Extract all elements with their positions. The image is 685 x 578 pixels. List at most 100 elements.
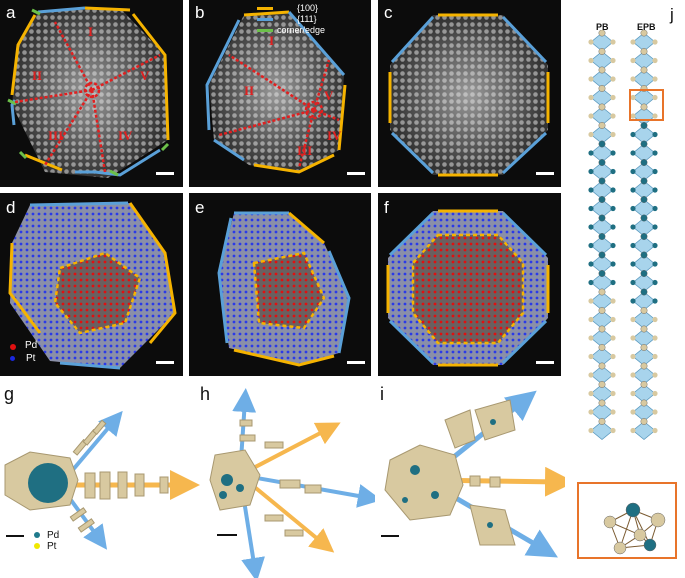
header-pb: PB [596, 22, 609, 32]
atom [588, 113, 594, 119]
atom [598, 362, 606, 370]
panel-i-3d-model [381, 390, 565, 558]
bipyramid-unit [632, 420, 656, 441]
atom [588, 76, 594, 82]
panel-label-d: d [6, 198, 16, 217]
atom [588, 150, 594, 156]
atom [652, 150, 658, 156]
highlight-box [629, 89, 664, 121]
atom [640, 48, 648, 55]
atom [652, 390, 658, 397]
atom [588, 353, 594, 360]
atom [630, 224, 636, 230]
atom [630, 57, 636, 64]
atom [588, 242, 594, 249]
atom [598, 177, 606, 185]
atom [652, 94, 658, 101]
bipyramid-unit [590, 420, 614, 441]
atom [610, 353, 616, 360]
atom [625, 502, 641, 518]
panel-c-overlay [388, 13, 550, 177]
domain-III: III [48, 128, 63, 143]
atom [598, 48, 606, 55]
atom [588, 168, 594, 175]
atom [610, 242, 616, 249]
atom [630, 409, 636, 415]
legend-label-100: {100} [297, 3, 319, 13]
atom [610, 76, 616, 82]
atom [630, 335, 636, 341]
atom [598, 233, 606, 240]
panel-g-3d-model [4, 410, 200, 550]
atom [598, 196, 606, 203]
scale-bar [536, 361, 554, 364]
panel-f-overlay [386, 209, 550, 367]
panel-h-3d-model [209, 388, 375, 578]
atom [652, 57, 658, 64]
atom [633, 528, 647, 542]
domain-IV: IV [118, 128, 133, 143]
domain-V: V [324, 88, 334, 103]
atom [610, 224, 616, 230]
atom [598, 30, 606, 37]
atom [640, 30, 648, 37]
atom [630, 279, 636, 286]
atom [598, 381, 606, 388]
domain-V: V [140, 68, 150, 83]
domain-I: I [88, 24, 93, 39]
scale-bar [347, 361, 365, 364]
header-epb: EPB [637, 22, 656, 32]
atom [588, 279, 594, 286]
atom [640, 418, 648, 425]
atom [610, 409, 616, 415]
atom [640, 214, 648, 222]
panel-label-a: a [6, 3, 16, 22]
atom [610, 57, 616, 64]
atom [640, 177, 648, 185]
panel-b-overlay: I II III IV V [205, 10, 347, 174]
atom [610, 205, 616, 212]
pd-marker [34, 532, 40, 538]
atom [610, 335, 616, 341]
legend-pt: Pt [47, 541, 57, 552]
atom [588, 390, 594, 397]
panel-d-overlay [8, 201, 177, 370]
scale-bar [156, 172, 174, 175]
atom [630, 150, 636, 156]
atom [598, 159, 606, 166]
atom [630, 427, 636, 434]
atom [652, 242, 658, 249]
panel-c-image: c [378, 0, 561, 187]
atom [643, 538, 657, 552]
atom [652, 409, 658, 415]
scale-bar [347, 172, 365, 175]
atom [652, 353, 658, 360]
atom [640, 399, 648, 407]
atom [630, 353, 636, 360]
atom [640, 362, 648, 370]
atom [630, 205, 636, 212]
panel-a-overlay: I II III IV V [7, 6, 170, 178]
atom [630, 39, 636, 45]
atom [652, 39, 658, 45]
atom [588, 427, 594, 434]
panel-a-image: I II III IV V a [0, 0, 183, 187]
atom [588, 316, 594, 323]
panel-e-image: e [189, 193, 371, 376]
atom [588, 409, 594, 415]
panel-label-f: f [384, 198, 389, 217]
scale-bar [536, 172, 554, 175]
atom [652, 187, 658, 193]
panel-j-bipyramid-chains [577, 30, 677, 559]
atom [640, 66, 648, 74]
panel-label-g: g [4, 384, 15, 404]
atom [598, 122, 606, 129]
panel-label-b: b [195, 3, 205, 22]
atom [640, 307, 648, 314]
atom [652, 261, 658, 267]
atom [630, 316, 636, 323]
panel-f-image: f [378, 193, 561, 376]
atom [630, 390, 636, 397]
atom [598, 140, 606, 148]
